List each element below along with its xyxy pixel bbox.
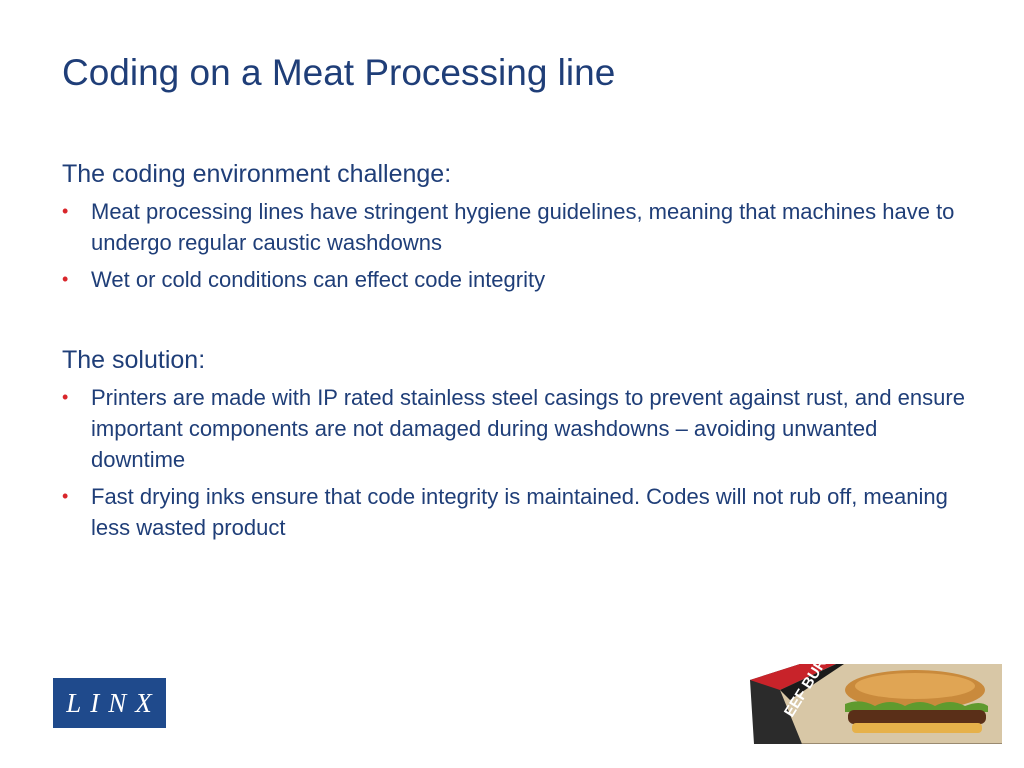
bullet-text: Printers are made with IP rated stainles… (91, 385, 965, 472)
bullet-marker: • (62, 201, 69, 221)
solution-bullet-list: • Printers are made with IP rated stainl… (62, 382, 972, 543)
solution-bullet: • Fast drying inks ensure that code inte… (62, 481, 972, 543)
solution-bullet: • Printers are made with IP rated stainl… (62, 382, 972, 475)
logo-text: LINX (66, 687, 161, 718)
bullet-text: Fast drying inks ensure that code integr… (91, 484, 948, 540)
bullet-text: Meat processing lines have stringent hyg… (91, 199, 955, 255)
beef-burgers-box-icon: EEF BURGERS (750, 660, 1002, 744)
challenge-section: The coding environment challenge: • Meat… (62, 158, 972, 301)
slide-title: Coding on a Meat Processing line (62, 52, 616, 93)
challenge-bullet: • Meat processing lines have stringent h… (62, 196, 972, 258)
solution-section: The solution: • Printers are made with I… (62, 344, 972, 549)
bullet-marker: • (62, 387, 69, 407)
challenge-bullet: • Wet or cold conditions can effect code… (62, 264, 972, 295)
bullet-marker: • (62, 269, 69, 289)
solution-heading: The solution: (62, 346, 206, 374)
challenge-bullet-list: • Meat processing lines have stringent h… (62, 196, 972, 295)
bullet-text: Wet or cold conditions can effect code i… (91, 267, 546, 292)
linx-logo-icon: LINX (53, 678, 166, 728)
challenge-heading: The coding environment challenge: (62, 160, 452, 188)
bullet-marker: • (62, 486, 69, 506)
